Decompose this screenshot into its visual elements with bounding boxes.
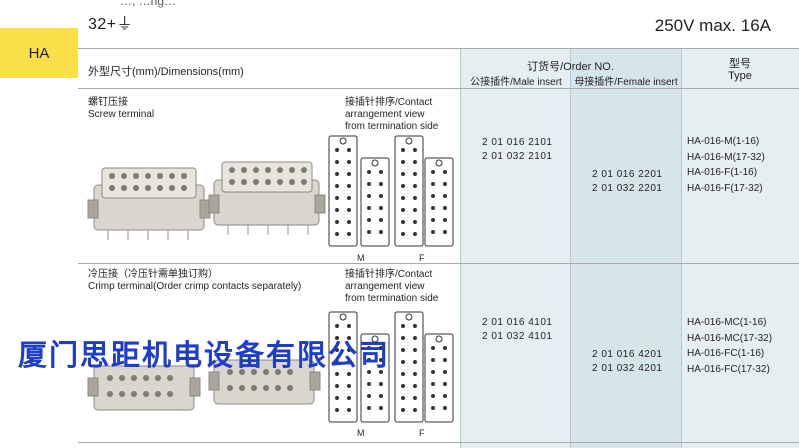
- column-divider: [460, 48, 461, 448]
- contact-title-en-1: arrangement view: [345, 281, 425, 292]
- female-diagram-label: F: [419, 253, 425, 263]
- female-order-number: 2 01 016 2201: [592, 169, 663, 180]
- male-order-number: 2 01 016 4101: [482, 317, 553, 328]
- female-order-number: 2 01 032 2201: [592, 183, 663, 194]
- column-divider: [570, 48, 571, 448]
- section-divider: [78, 263, 799, 264]
- male-insert-heading: 公接插件/Male insert: [470, 77, 562, 88]
- screw-terminal-title: 螺钉压接 Screw terminal: [88, 97, 154, 121]
- header-rule: [78, 88, 799, 89]
- connector-insert-illustration: [87, 359, 321, 411]
- female-insert-column: [570, 48, 681, 448]
- male-order-number: 2 01 032 2101: [482, 151, 553, 162]
- male-diagram-label: M: [357, 253, 365, 263]
- contact-title-en-1: arrangement view: [345, 109, 425, 120]
- contact-title-en-2: from termination side: [345, 121, 439, 132]
- type-code: HA-016-M(17-32): [687, 151, 765, 163]
- type-code: HA-016-M(1-16): [687, 136, 760, 147]
- contact-title-en-2: from termination side: [345, 293, 439, 304]
- type-column: [681, 48, 799, 448]
- female-order-list: 2 01 016 2201 2 01 032 2201: [592, 168, 662, 196]
- female-insert-heading: 母接插件/Female insert: [574, 77, 678, 88]
- type-heading: 型号 Type: [681, 58, 799, 82]
- male-insert-column: [460, 48, 570, 448]
- connector-insert-illustration: [87, 161, 326, 240]
- type-code: HA-016-F(17-32): [687, 182, 763, 194]
- contact-arrangement-diagram: [328, 135, 454, 247]
- company-watermark: 厦门思距机电设备有限公司: [18, 338, 391, 372]
- female-order-number: 2 01 032 4201: [592, 363, 663, 374]
- female-order-number: 2 01 016 4201: [592, 349, 663, 360]
- series-tab[interactable]: HA: [0, 28, 78, 78]
- column-divider: [681, 48, 682, 448]
- contact-arrangement-title: 接插针排序/Contact arrangement view from term…: [345, 97, 438, 133]
- type-code: HA-016-FC(1-16): [687, 348, 765, 359]
- section-title-cn: 螺钉压接: [88, 97, 128, 108]
- contact-arrangement-diagram: [328, 311, 454, 423]
- type-code: HA-016-F(1-16): [687, 167, 758, 178]
- type-code: HA-016-FC(17-32): [687, 363, 770, 375]
- section-title-en: Crimp terminal(Order crimp contacts sepa…: [88, 281, 302, 292]
- crimp-terminal-title: 冷压接（冷压针需单独订购） Crimp terminal(Order crimp…: [88, 269, 301, 293]
- female-order-list: 2 01 016 4201 2 01 032 4201: [592, 348, 662, 376]
- female-diagram-label: F: [419, 428, 425, 438]
- contact-title-cn: 接插针排序/Contact: [345, 97, 433, 108]
- dimensions-label: 外型尺寸(mm)/Dimensions(mm): [88, 66, 244, 78]
- type-heading-cn: 型号: [729, 58, 751, 70]
- table-top-rule: [78, 48, 799, 49]
- male-order-list: 2 01 016 2101 2 01 032 2101: [482, 136, 552, 164]
- rating-label: 250V max. 16A: [654, 16, 771, 35]
- section-title-en: Screw terminal: [88, 109, 155, 120]
- contact-arrangement-title: 接插针排序/Contact arrangement view from term…: [345, 269, 438, 305]
- section-divider: [78, 442, 799, 443]
- order-number-heading: 订货号/Order NO.: [527, 61, 614, 73]
- type-code: HA-016-MC(17-32): [687, 332, 773, 344]
- contact-title-cn: 接插针排序/Contact: [345, 269, 433, 280]
- type-heading-en: Type: [728, 70, 752, 82]
- pole-count: 32+⏚: [88, 16, 134, 33]
- section-title-cn: 冷压接（冷压针需单独订购）: [88, 269, 218, 280]
- male-order-number: 2 01 032 4101: [482, 331, 553, 342]
- cut-off-header-text: …, …ng…: [120, 0, 177, 8]
- type-list: HA-016-M(1-16) HA-016-M(17-32) HA-016-F(…: [687, 134, 765, 196]
- male-diagram-label: M: [357, 428, 365, 438]
- male-order-number: 2 01 016 2101: [482, 137, 553, 148]
- type-code: HA-016-MC(1-16): [687, 317, 767, 328]
- male-order-list: 2 01 016 4101 2 01 032 4101: [482, 316, 552, 344]
- type-list: HA-016-MC(1-16) HA-016-MC(17-32) HA-016-…: [687, 315, 772, 377]
